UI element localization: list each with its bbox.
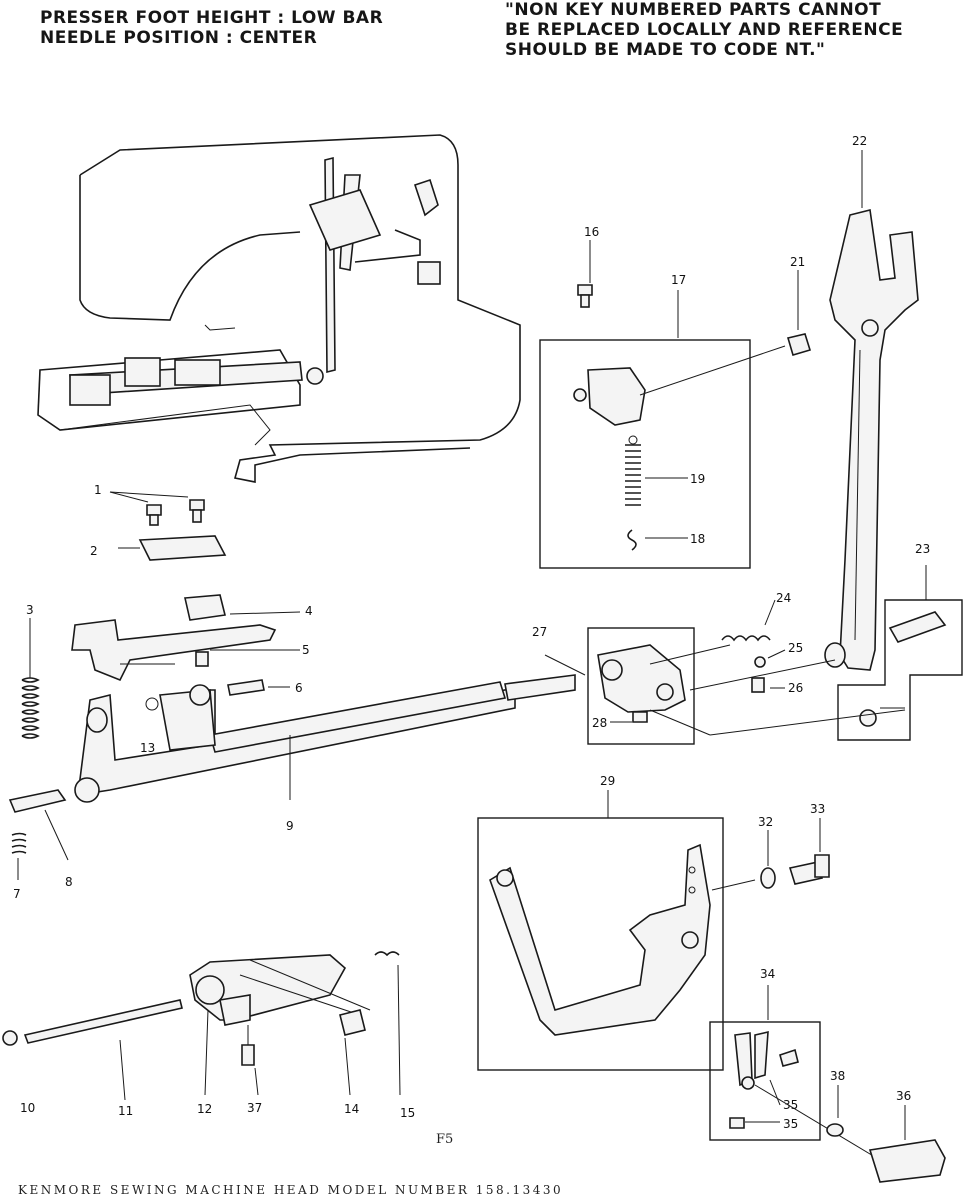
screws-and-clamp — [109, 491, 227, 561]
box-part-17 — [539, 240, 786, 569]
callout-5: 5 — [302, 643, 310, 657]
callout-18: 18 — [690, 532, 705, 546]
small-parts-5-6-13 — [145, 649, 300, 711]
header-left-line-1: PRESSER FOOT HEIGHT : LOW BAR — [40, 8, 384, 28]
shaft-part-9 — [74, 674, 576, 803]
header-note: "NON KEY NUMBERED PARTS CANNOT BE REPLAC… — [505, 0, 903, 60]
callout-26: 26 — [788, 681, 803, 695]
box-part-23 — [837, 565, 963, 741]
callout-16: 16 — [584, 225, 599, 239]
callout-6: 6 — [295, 681, 303, 695]
callout-35b: 35 — [783, 1117, 798, 1131]
footer-model-caption: KENMORE SEWING MACHINE HEAD MODEL NUMBER… — [18, 1183, 564, 1197]
bottom-left-assembly — [2, 951, 401, 1101]
callout-22: 22 — [852, 134, 867, 148]
callout-35a: 35 — [783, 1098, 798, 1112]
pin-part-8-and-spring-7 — [8, 789, 69, 880]
callout-27: 27 — [532, 625, 547, 639]
lever-part-4 — [71, 594, 301, 682]
callout-15: 15 — [400, 1106, 415, 1120]
lever-part-22 — [786, 150, 919, 671]
box-part-27 — [544, 599, 906, 745]
callout-13: 13 — [140, 741, 155, 755]
callout-29: 29 — [600, 774, 615, 788]
callout-3: 3 — [26, 603, 34, 617]
callout-9: 9 — [286, 819, 294, 833]
callout-25: 25 — [788, 641, 803, 655]
header-note-line-3: SHOULD BE MADE TO CODE NT." — [505, 40, 826, 60]
callout-23: 23 — [915, 542, 930, 556]
callout-17: 17 — [671, 273, 686, 287]
callout-4: 4 — [305, 604, 313, 618]
callout-2: 2 — [90, 544, 98, 558]
spring-part-3 — [21, 618, 40, 739]
callout-37: 37 — [247, 1101, 262, 1115]
callout-14: 14 — [344, 1102, 359, 1116]
callout-33: 33 — [810, 802, 825, 816]
header-note-line-2: BE REPLACED LOCALLY AND REFERENCE — [505, 20, 904, 40]
callout-11: 11 — [118, 1104, 133, 1118]
header-left: PRESSER FOOT HEIGHT : LOW BAR NEEDLE POS… — [40, 8, 383, 48]
header-note-line-1: "NON KEY NUMBERED PARTS CANNOT — [505, 0, 882, 20]
callout-38: 38 — [830, 1069, 845, 1083]
callout-28: 28 — [592, 716, 607, 730]
machine-body-illustration — [37, 134, 521, 483]
box-part-29 — [477, 790, 830, 1071]
callout-labels: 1 2 3 4 5 6 7 8 9 10 11 12 13 14 15 16 1… — [13, 134, 930, 1131]
callout-32: 32 — [758, 815, 773, 829]
box-part-34 — [709, 985, 946, 1183]
callout-8: 8 — [65, 875, 73, 889]
callout-24: 24 — [776, 591, 791, 605]
callout-34: 34 — [760, 967, 775, 981]
callout-21: 21 — [790, 255, 805, 269]
callout-12: 12 — [197, 1102, 212, 1116]
callout-1: 1 — [94, 483, 102, 497]
callout-7: 7 — [13, 887, 21, 901]
callout-19: 19 — [690, 472, 705, 486]
callout-36: 36 — [896, 1089, 911, 1103]
header-left-line-2: NEEDLE POSITION : CENTER — [40, 28, 318, 48]
page-code: F5 — [436, 1132, 454, 1147]
callout-10: 10 — [20, 1101, 35, 1115]
